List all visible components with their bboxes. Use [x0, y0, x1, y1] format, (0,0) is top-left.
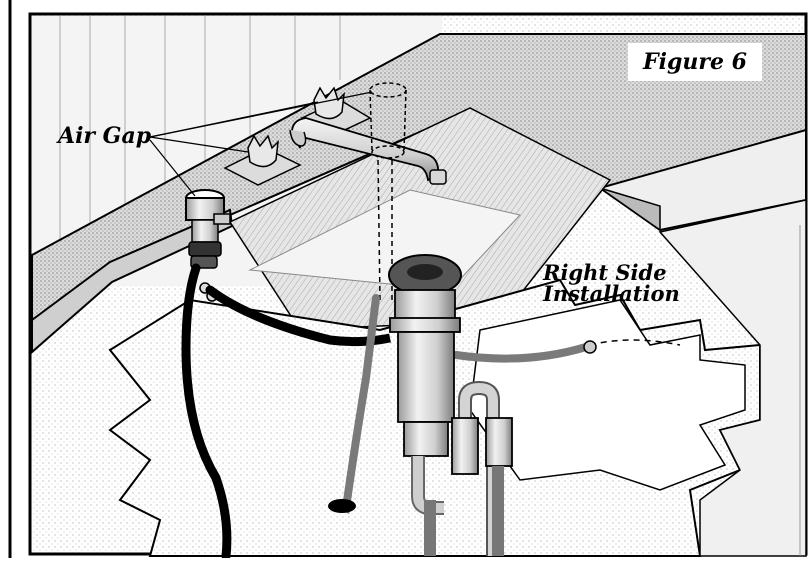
air-gap-device	[185, 189, 231, 302]
right-side-installation-label: Right Side Installation	[543, 262, 680, 304]
figure-title: Figure 6	[630, 45, 760, 79]
air-gap-label: Air Gap	[58, 123, 152, 149]
sink-drain-assembly	[388, 254, 513, 556]
drain-hoses	[181, 263, 681, 561]
air-gap-leader-lines	[149, 91, 373, 197]
right-side-label-line1: Right Side	[543, 260, 667, 285]
faucet	[223, 82, 447, 301]
right-side-label-line2: Installation	[543, 281, 680, 306]
cabinet-side	[658, 199, 807, 557]
